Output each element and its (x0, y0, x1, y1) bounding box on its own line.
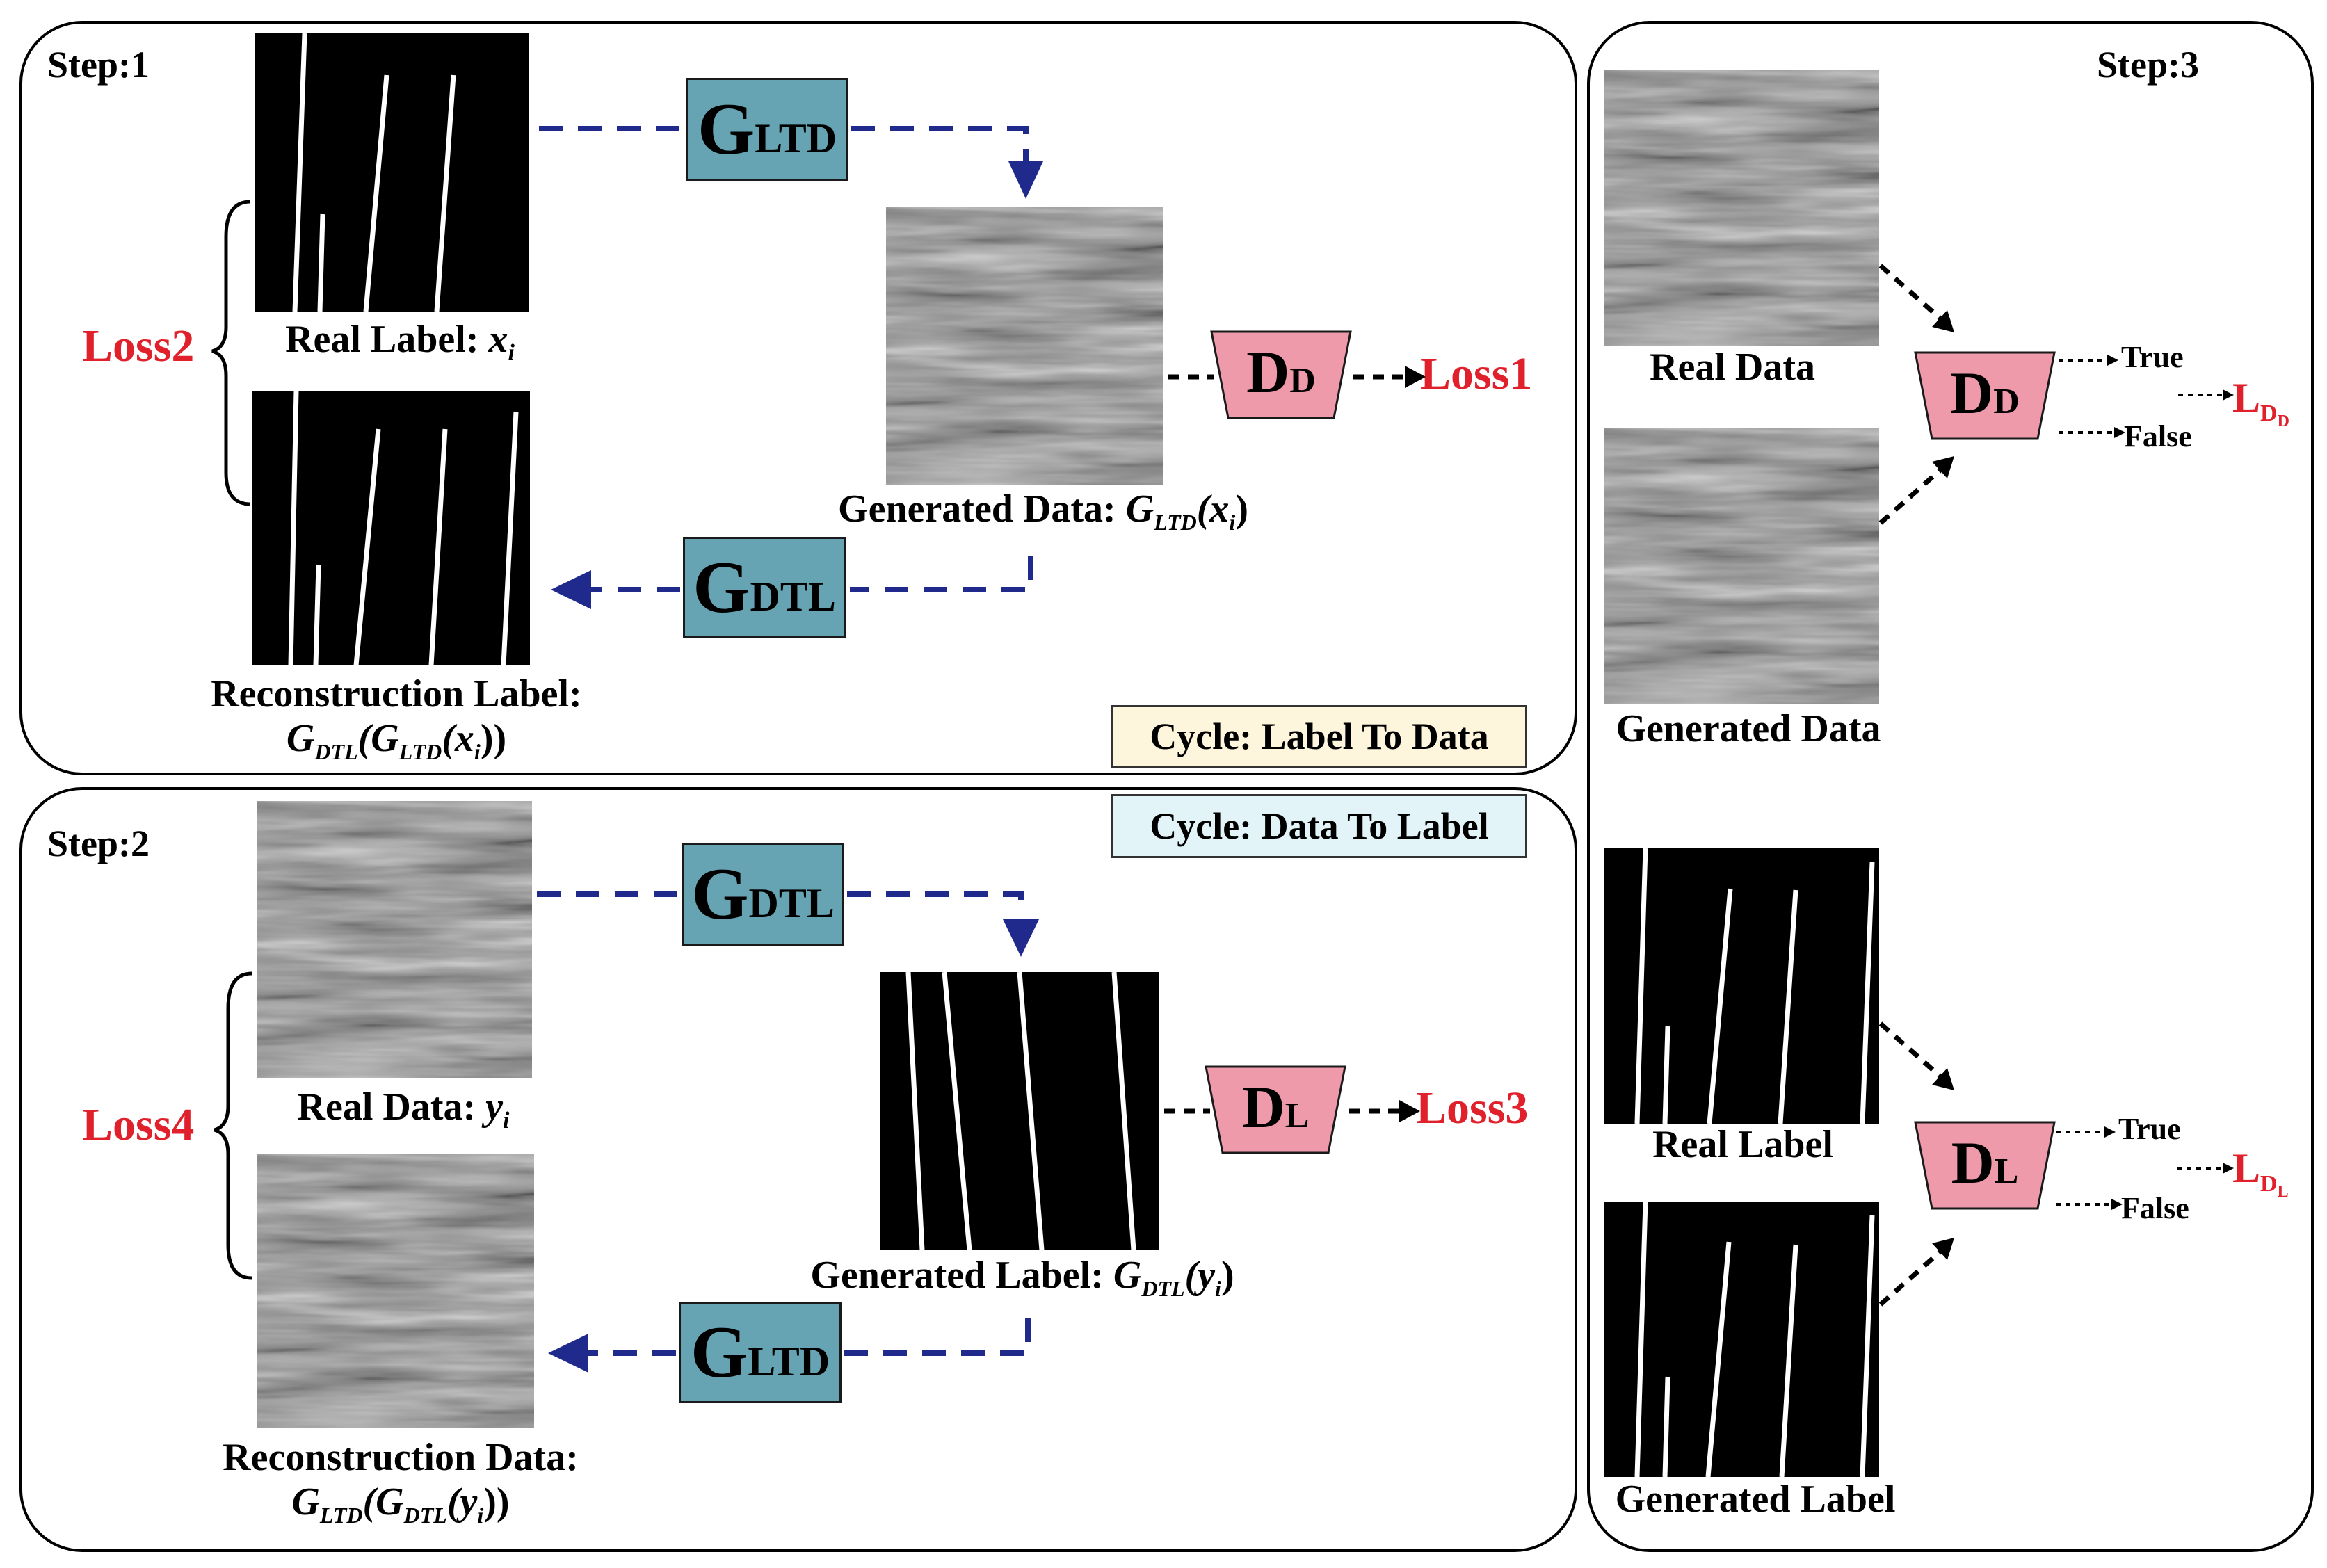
discriminator-data-shape (1210, 330, 1352, 419)
step3-data-true-label: True (2121, 340, 2184, 374)
seismic-data-graphic (1604, 428, 1879, 704)
step3-label-true-label: True (2118, 1112, 2181, 1146)
reconstruction-label-image (252, 391, 530, 665)
discriminator-label-shape (1205, 1065, 1346, 1154)
step3-loss-label-label: LDL (2232, 1145, 2289, 1201)
step3-real-label-caption: Real Label (1652, 1123, 1833, 1166)
generated-label-caption: Generated Label: GDTL(yi) (810, 1254, 1234, 1302)
reconstruction-data-image (257, 1154, 534, 1428)
seismic-data-graphic (257, 1154, 534, 1428)
real-label-caption: Real Label: xi (285, 318, 515, 366)
generated-data-caption: Generated Data: GLTD(xi) (838, 487, 1248, 535)
fault-label-graphic (1604, 848, 1879, 1124)
step3-title: Step:3 (2097, 44, 2199, 86)
cycle-label-to-data-tag: Cycle: Label To Data (1111, 705, 1527, 768)
seismic-data-graphic (1604, 70, 1879, 346)
seismic-data-graphic (257, 801, 532, 1078)
step2-title: Step:2 (47, 823, 150, 864)
seismic-data-graphic (886, 207, 1163, 485)
reconstruction-label-caption: Reconstruction Label: GDTL(GLTD(xi)) (211, 672, 582, 765)
fault-label-graphic (255, 33, 529, 312)
generated-data-image (886, 207, 1163, 485)
reconstruction-data-caption: Reconstruction Data: GLTD(GDTL(yi)) (223, 1436, 579, 1528)
step3-discriminator-label-shape (1914, 1121, 2056, 1210)
real-label-image (255, 33, 529, 312)
step3-generated-label-caption: Generated Label (1615, 1478, 1896, 1521)
generated-label-image (880, 972, 1159, 1250)
loss2-label: Loss2 (82, 321, 195, 371)
fault-label-graphic (252, 391, 530, 665)
step3-real-label-image (1604, 848, 1879, 1124)
step3-loss-data-label: LDD (2232, 375, 2289, 430)
cycle-data-to-label-tag: Cycle: Data To Label (1111, 794, 1527, 858)
fault-label-graphic (1604, 1202, 1879, 1477)
fault-label-graphic (880, 972, 1159, 1250)
step3-data-false-label: False (2124, 419, 2192, 453)
loss3-label: Loss3 (1416, 1083, 1529, 1133)
step3-real-data-image (1604, 70, 1879, 346)
step3-discriminator-data-shape (1914, 351, 2056, 440)
loss1-label: Loss1 (1420, 348, 1533, 399)
step3-generated-data-caption: Generated Data (1616, 707, 1881, 750)
step3-generated-label-image (1604, 1202, 1879, 1477)
real-data-image (257, 801, 532, 1078)
step3-generated-data-image (1604, 428, 1879, 704)
step3-label-false-label: False (2121, 1191, 2189, 1225)
loss4-label: Loss4 (82, 1099, 195, 1150)
step3-real-data-caption: Real Data (1650, 346, 1815, 389)
step1-title: Step:1 (47, 44, 150, 86)
real-data-caption: Real Data: yi (297, 1085, 510, 1134)
